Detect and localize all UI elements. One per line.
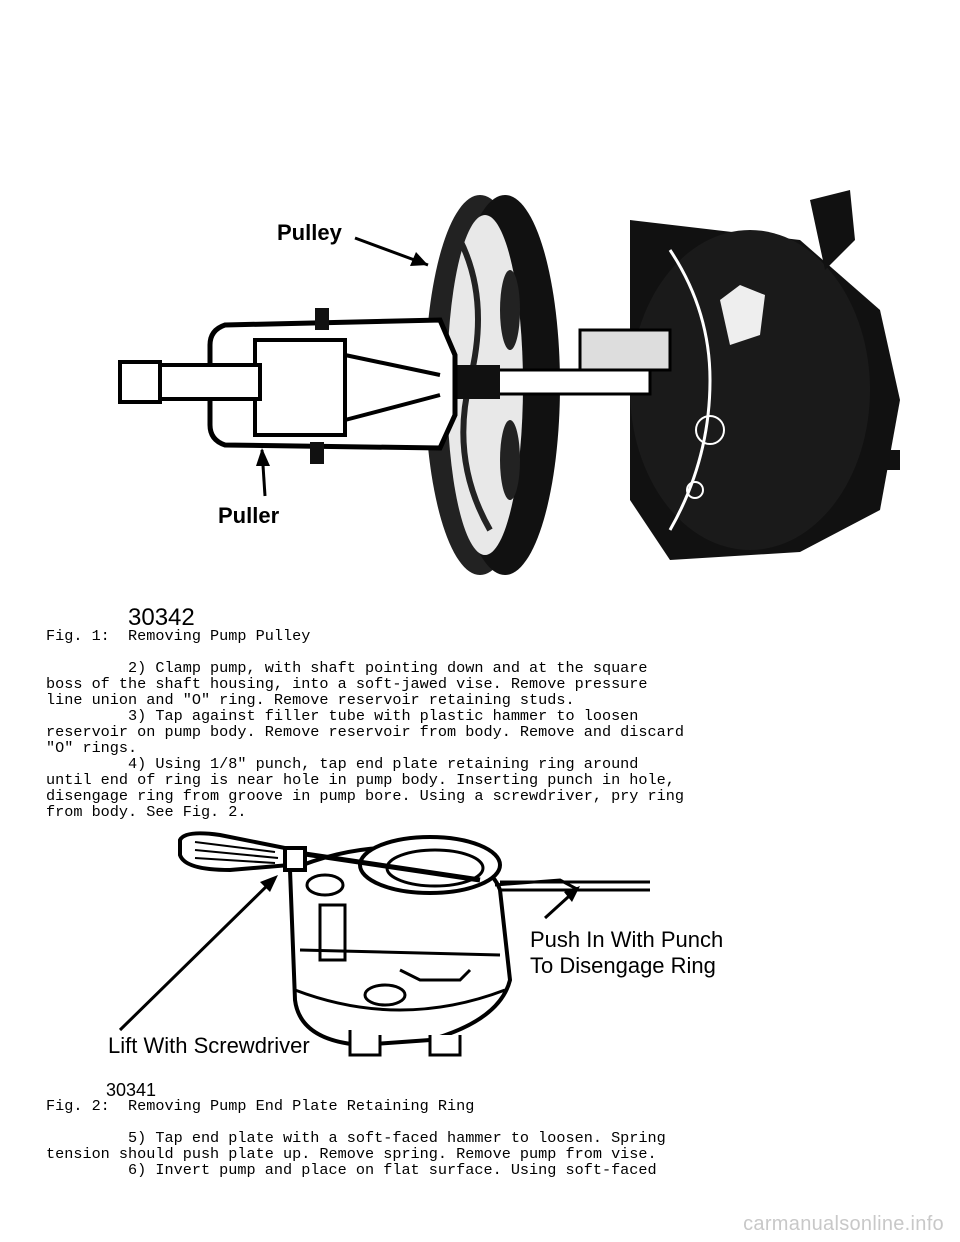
- punch-label-line-1: Push In With Punch: [530, 927, 724, 952]
- text-line: 5) Tap end plate with a soft-faced hamme…: [46, 1129, 666, 1147]
- figure-2-number: 30341: [106, 1080, 157, 1100]
- puller-label: Puller: [218, 503, 280, 528]
- figure-2-illustration: [100, 830, 680, 1060]
- text-line: until end of ring is near hole in pump b…: [46, 771, 675, 789]
- text-line: "O" rings.: [46, 739, 138, 757]
- screwdriver-label: Lift With Screwdriver: [108, 1033, 310, 1058]
- pulley-label: Pulley: [277, 220, 342, 245]
- watermark: carmanualsonline.info: [743, 1213, 944, 1235]
- figure-2-caption: Fig. 2: Removing Pump End Plate Retainin…: [46, 1097, 475, 1115]
- figure-1-caption: Fig. 1: Removing Pump Pulley: [46, 627, 311, 645]
- figure-1-number: 30342: [128, 604, 195, 631]
- text-line: 6) Invert pump and place on flat surface…: [46, 1161, 657, 1179]
- text-line: tension should push plate up. Remove spr…: [46, 1145, 657, 1163]
- text-line: 2) Clamp pump, with shaft pointing down …: [46, 659, 648, 677]
- text-line: 3) Tap against filler tube with plastic …: [46, 707, 639, 725]
- text-line: 4) Using 1/8" punch, tap end plate retai…: [46, 755, 639, 773]
- text-line: from body. See Fig. 2.: [46, 803, 247, 821]
- text-line: line union and "O" ring. Remove reservoi…: [46, 691, 575, 709]
- punch-label-line-2: To Disengage Ring: [530, 953, 716, 978]
- end-plate-ring-drawing: [118, 831, 650, 1057]
- text-line: boss of the shaft housing, into a soft-j…: [46, 675, 648, 693]
- text-line: reservoir on pump body. Remove reservoir…: [46, 723, 684, 741]
- figure-1-illustration: [110, 180, 910, 590]
- text-line: disengage ring from groove in pump bore.…: [46, 787, 684, 805]
- pump-pulley-drawing: [118, 190, 900, 575]
